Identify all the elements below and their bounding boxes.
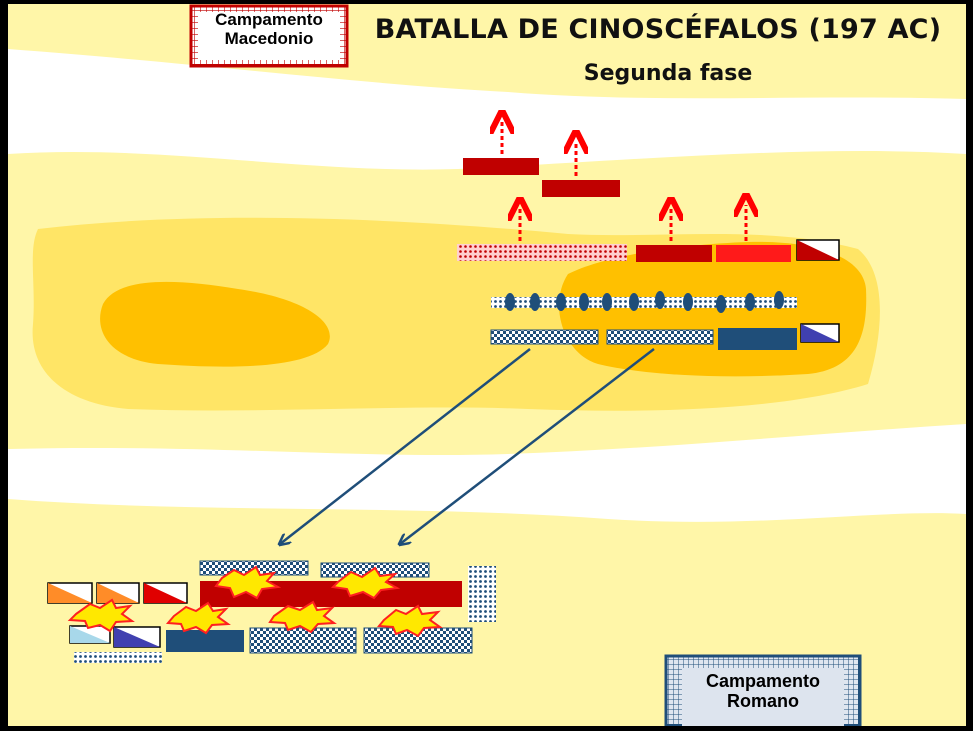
combat-burst	[268, 600, 337, 634]
combat-burst	[165, 601, 231, 635]
roman-camp-label-line2: Romano	[727, 690, 799, 711]
combat-burst	[376, 604, 443, 638]
maneuver-arrow-2	[400, 348, 655, 544]
roman-camp-label-line1: Campamento	[705, 671, 821, 691]
maneuver-arrow-1	[280, 348, 531, 544]
left-engagement	[47, 560, 496, 663]
roman-cavalry-right	[800, 323, 840, 343]
combat-explosions	[67, 565, 443, 638]
macedonian-camp-label-line1: Campamento	[215, 10, 323, 29]
macedonian-camp-label-line2: Macedonio	[224, 28, 314, 48]
macedonian-camp-label: Campamento Macedonio	[198, 10, 340, 48]
battle-diagram	[8, 4, 966, 726]
combat-burst	[330, 566, 401, 600]
roman-maniple-1	[490, 329, 599, 345]
retreat-arrows	[502, 122, 746, 241]
roman-maniple-front-1	[249, 627, 357, 654]
roman-camp-label: Campamento Romano	[682, 671, 844, 712]
roman-cavalry-left	[69, 625, 161, 648]
roman-legion-block	[718, 328, 797, 350]
macedonian-phalanx-right-1	[636, 245, 712, 262]
roman-velites-left	[74, 652, 162, 663]
combat-burst	[67, 598, 135, 633]
macedonian-phalanx-retreat-2	[542, 180, 620, 197]
diagram-subtitle: Segunda fase	[583, 61, 753, 86]
battle-map: BATALLA DE CINOSCÉFALOS (197 AC) Segunda…	[8, 4, 966, 726]
macedonian-retreating-units	[457, 158, 840, 262]
macedonian-phalanx-retreat-1	[463, 158, 539, 175]
maneuver-arrows	[280, 348, 655, 544]
diagram-title: BATALLA DE CINOSCÉFALOS (197 AC)	[374, 14, 942, 45]
terrain-hill-west	[100, 281, 330, 367]
macedonian-camp	[189, 4, 349, 68]
combat-burst	[214, 565, 282, 600]
roman-legion-block-left	[166, 630, 244, 652]
roman-velites-line	[491, 297, 797, 308]
roman-camp	[664, 654, 862, 726]
macedonian-cavalry-left	[47, 582, 188, 604]
macedonian-cavalry-right	[796, 239, 840, 261]
roman-elephants	[505, 291, 784, 313]
roman-maniple-2	[606, 329, 714, 345]
macedonian-light-infantry	[457, 244, 627, 261]
roman-velites-flank	[468, 566, 496, 622]
roman-right-wing	[490, 291, 840, 350]
macedonian-phalanx-right-2	[716, 245, 791, 262]
